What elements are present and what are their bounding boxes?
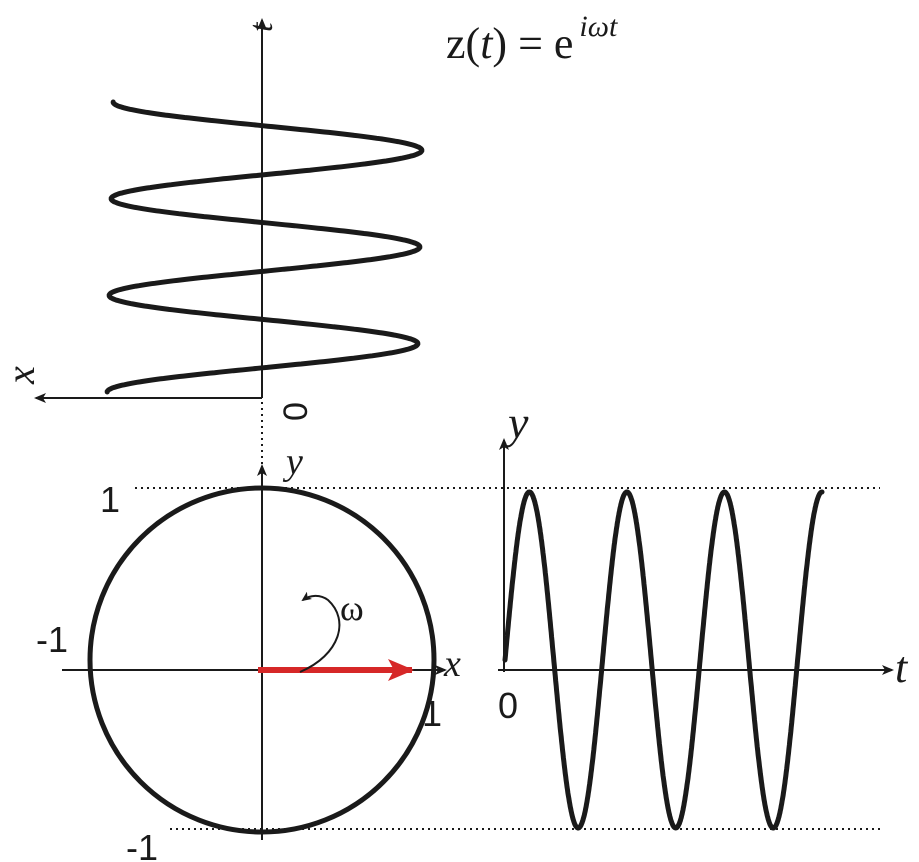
tick-pos-y: 1: [100, 479, 120, 520]
circle-panel: y x 1 -1 1 -1 ω: [36, 441, 880, 862]
formula-var: t: [480, 19, 494, 68]
tick-pos-x: 1: [422, 693, 442, 734]
wave-y-label: y: [504, 397, 529, 448]
top-t-axis-label: t: [243, 21, 280, 32]
circle-y-label: y: [282, 441, 303, 483]
formula-rhs: ) = e: [492, 19, 573, 68]
tick-neg-x: -1: [36, 619, 68, 660]
wave-y-sine-curve: [502, 489, 825, 831]
tick-neg-y: -1: [126, 827, 158, 862]
wave-origin-label: 0: [498, 685, 518, 726]
omega-label: ω: [340, 588, 364, 628]
top-origin-label: 0: [277, 402, 315, 421]
wave-t-label: t: [895, 643, 909, 692]
formula-lhs: z(: [446, 19, 480, 68]
formula-exponent: iωt: [579, 10, 618, 43]
top-panel: t x 0: [0, 18, 425, 470]
omega-rotation-arrow: [299, 591, 341, 673]
top-x-wave-curve: [104, 99, 425, 395]
circle-x-label: x: [443, 643, 461, 685]
wave-panel: y t 0: [498, 397, 909, 831]
unit-circle: [87, 485, 437, 835]
top-x-axis-label: x: [0, 366, 43, 385]
